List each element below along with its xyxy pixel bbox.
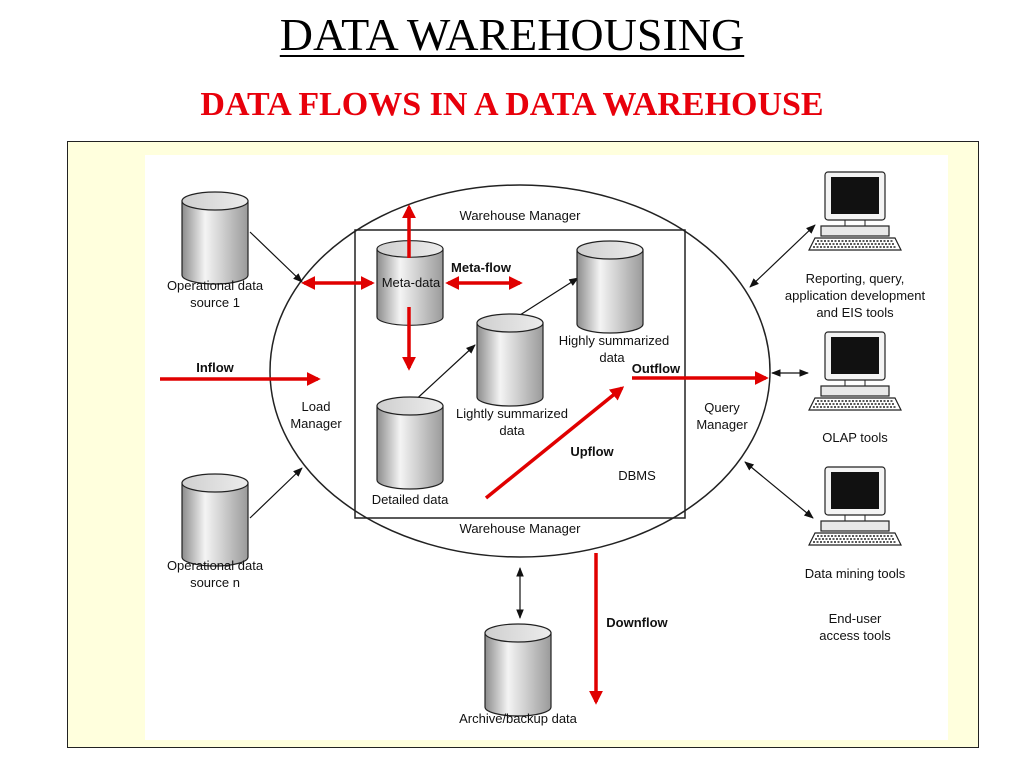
page-title: DATA WAREHOUSING: [0, 8, 1024, 61]
sourcen-label-line2: source n: [190, 575, 240, 590]
dbms-box: [354, 229, 686, 519]
database-cylinder-icon: [181, 473, 249, 567]
source1-label-line2: source 1: [190, 295, 240, 310]
database-cylinder-icon: [181, 191, 249, 285]
computer-terminal-icon: [808, 331, 902, 411]
load-manager-label-line1: Load: [302, 399, 331, 414]
highly-summarized-label-line1: Highly summarized: [559, 333, 670, 348]
archive-label: Archive/backup data: [459, 711, 578, 726]
sourcen-label-line1: Operational data: [167, 558, 264, 573]
warehouse-manager-top-label: Warehouse Manager: [460, 208, 582, 223]
connector-sourcen-load: [249, 467, 303, 519]
lightly-summarized-label-line1: Lightly summarized: [456, 406, 568, 421]
reporting-tools-label-line3: and EIS tools: [816, 305, 894, 320]
downflow-label: Downflow: [606, 615, 668, 630]
end-user-label-line1: End-user: [829, 611, 882, 626]
page-title-text: DATA WAREHOUSING: [279, 9, 745, 60]
highly-summarized-label-line2: data: [599, 350, 625, 365]
warehouse-manager-bottom-label: Warehouse Manager: [460, 521, 582, 536]
lightly-summarized-label-line2: data: [499, 423, 525, 438]
end-user-label-line2: access tools: [819, 628, 891, 643]
database-cylinder-icon: [376, 396, 444, 490]
page-subtitle: DATA FLOWS IN A DATA WAREHOUSE: [200, 86, 824, 123]
source1-label-line1: Operational data: [167, 278, 264, 293]
database-cylinder-icon: [576, 240, 644, 334]
upflow-arrow: [484, 386, 625, 500]
olap-tools-label: OLAP tools: [822, 430, 888, 445]
computer-terminal-icon: [808, 466, 902, 546]
database-cylinder-icon: [476, 313, 544, 407]
connector-lightly-highly: [519, 277, 579, 316]
computer-terminal-icon: [808, 171, 902, 251]
connector-query-mining: [744, 461, 814, 519]
connector-detailed-lightly: [409, 344, 476, 406]
metaflow-label: Meta-flow: [451, 260, 512, 275]
query-manager-label-line2: Manager: [696, 417, 748, 432]
upflow-label: Upflow: [570, 444, 614, 459]
dbms-label: DBMS: [618, 468, 656, 483]
load-manager-label-line2: Manager: [290, 416, 342, 431]
connector-source1-load: [249, 231, 303, 283]
connector-query-reporting: [749, 224, 816, 288]
outflow-label: Outflow: [632, 361, 681, 376]
inflow-label: Inflow: [196, 360, 234, 375]
query-manager-label-line1: Query: [704, 400, 740, 415]
database-cylinder-icon: [484, 623, 552, 717]
metadata-label: Meta-data: [382, 275, 441, 290]
reporting-tools-label-line1: Reporting, query,: [806, 271, 905, 286]
warehouse-ellipse: [269, 184, 771, 558]
detailed-data-label: Detailed data: [372, 492, 449, 507]
reporting-tools-label-line2: application development: [785, 288, 926, 303]
mining-tools-label: Data mining tools: [805, 566, 906, 581]
